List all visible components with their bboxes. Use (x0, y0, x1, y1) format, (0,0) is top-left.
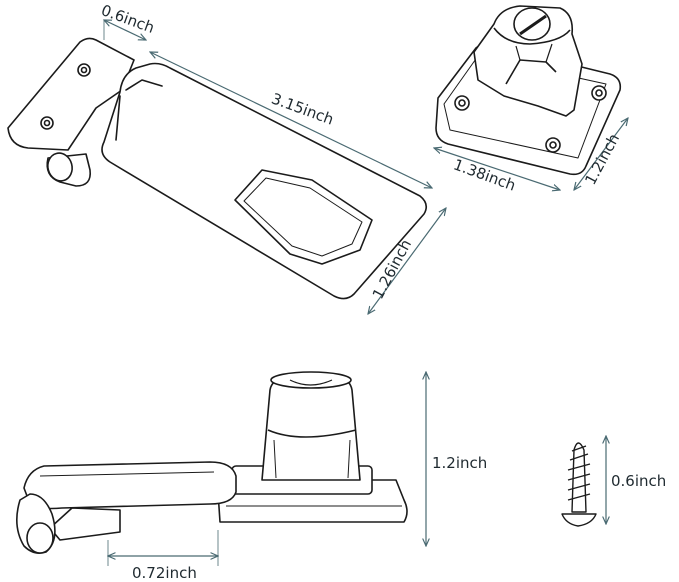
dim-hasp-thickness (104, 20, 146, 40)
hasp-top-view (7, 37, 428, 300)
dim-hasp-width (368, 208, 446, 314)
hinge-offset-label: 0.72inch (132, 564, 197, 582)
screw-drawing (561, 442, 597, 527)
staple-top-view (435, 5, 622, 176)
dim-staple-length (434, 148, 560, 190)
dimension-lines (104, 20, 628, 566)
dim-staple-width (574, 118, 628, 190)
hasp-side-view (16, 371, 408, 554)
screw-length-label: 0.6inch (611, 472, 667, 490)
dim-hasp-length (150, 52, 432, 188)
staple-height-label: 1.2inch (432, 454, 488, 472)
